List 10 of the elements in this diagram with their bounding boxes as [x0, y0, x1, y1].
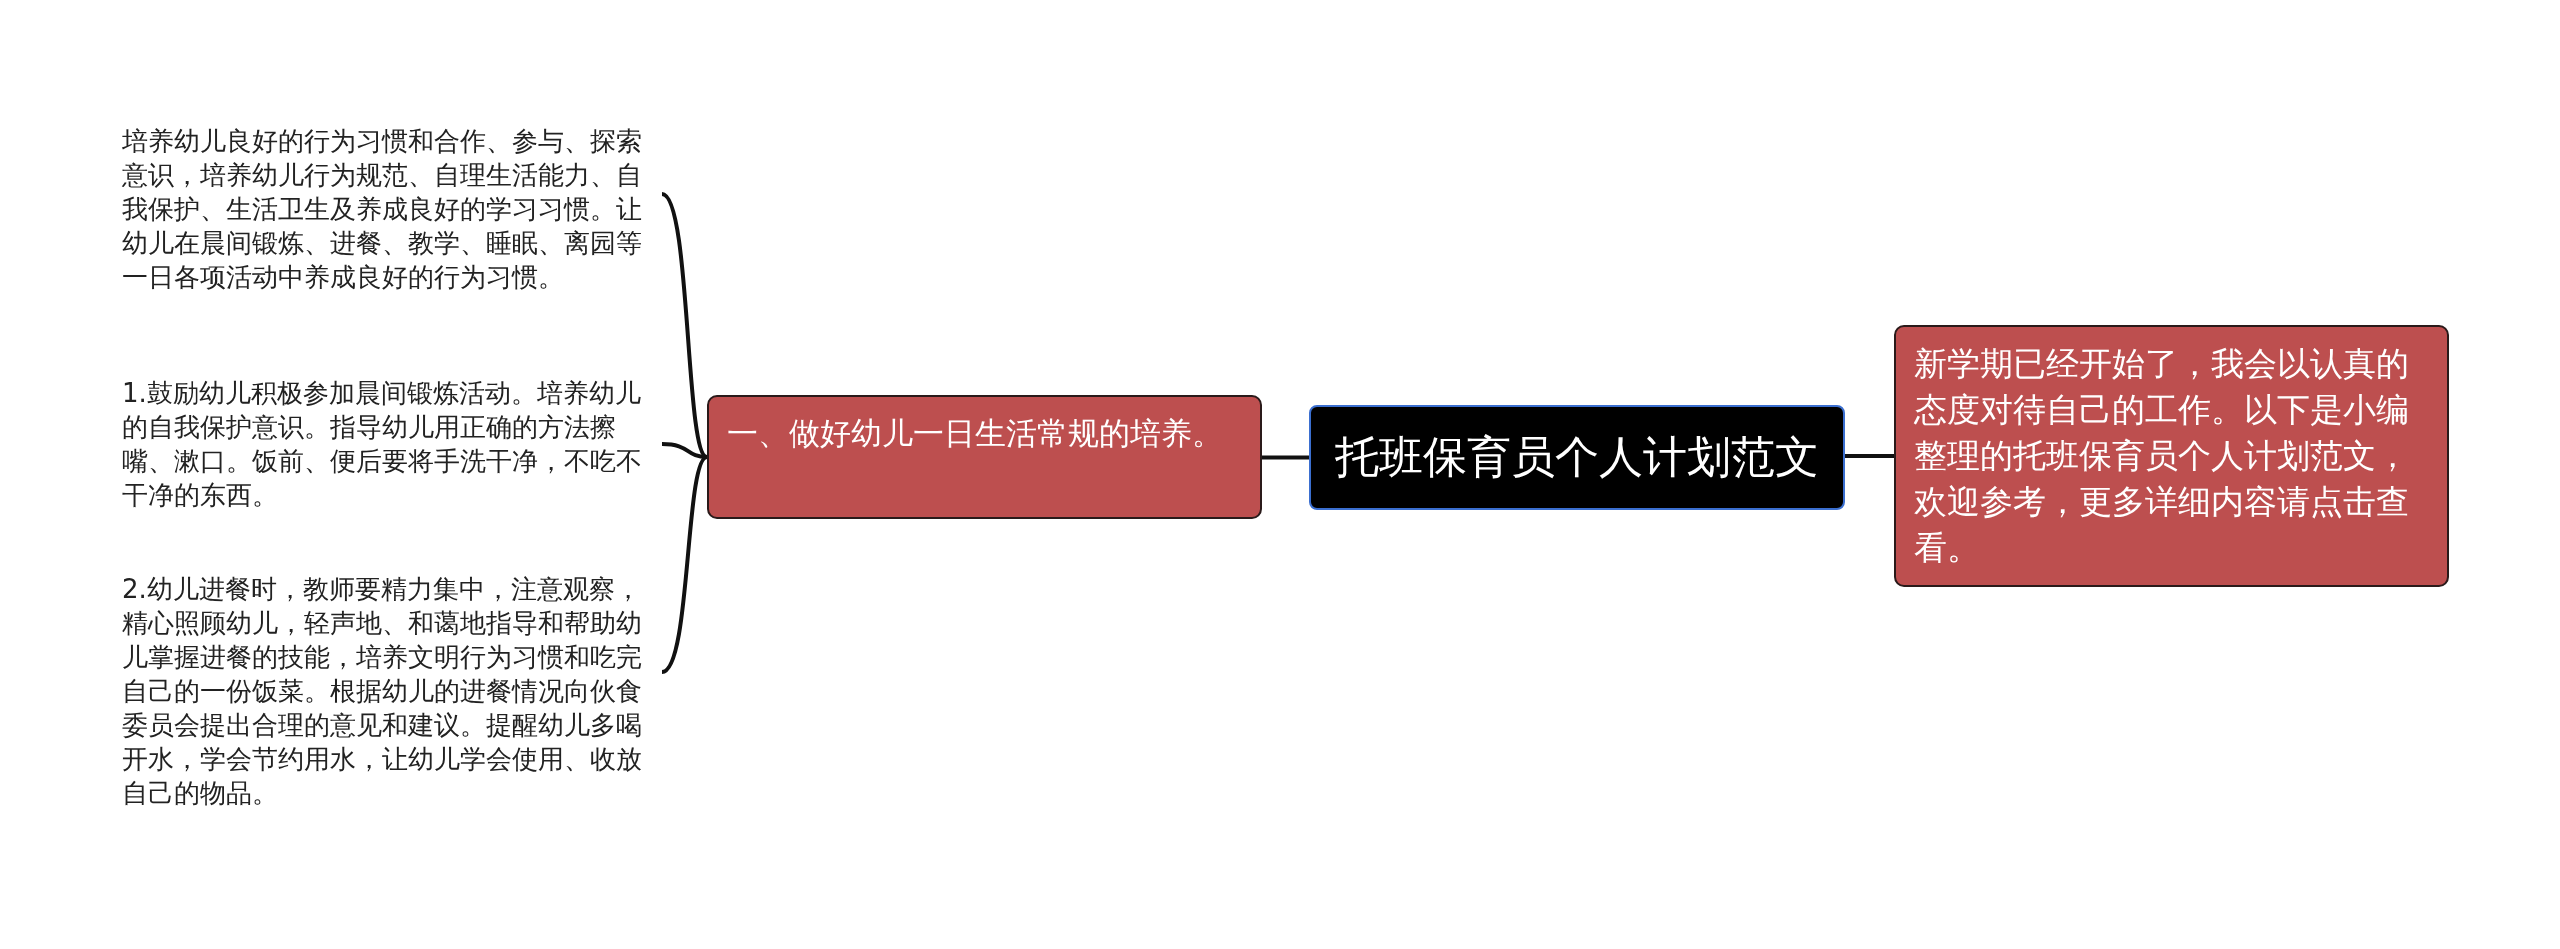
summary-box: 新学期已经开始了，我会以认真的态度对待自己的工作。以下是小编整理的托班保育员个人计划范文，欢迎参考，更多详细内容请点击查看。	[1894, 325, 2449, 587]
topic-box: 一、做好幼儿一日生活常规的培养。	[707, 395, 1262, 519]
leaf-text: 培养幼儿良好的行为习惯和合作、参与、探索意识，培养幼儿行为规范、自理生活能力、自我保护、生活卫生及养成良好的学习习惯。让幼儿在晨间锻炼、进餐、教学、睡眠、离园等一日各项活动中养成良好的行为习惯。	[122, 124, 662, 294]
connector-line	[1845, 454, 1894, 458]
central-topic-box: 托班保育员个人计划范文	[1309, 405, 1845, 510]
connector-line	[1262, 455, 1309, 460]
leaf-text: 1.鼓励幼儿积极参加晨间锻炼活动。培养幼儿的自我保护意识。指导幼儿用正确的方法擦嘴、漱口。饭前、便后要将手洗干净，不吃不干净的东西。	[122, 376, 662, 512]
leaf-text: 2.幼儿进餐时，教师要精力集中，注意观察，精心照顾幼儿，轻声地、和蔼地指导和帮助幼儿掌握进餐的技能，培养文明行为习惯和吃完自己的一份饭菜。根据幼儿的进餐情况向伙食委员会提出合理的意见和建议。提醒幼儿多喝开水，学会节约用水，让幼儿学会使用、收放自己的物品。	[122, 572, 662, 810]
connector-line	[661, 442, 708, 459]
connector-line	[660, 455, 709, 674]
